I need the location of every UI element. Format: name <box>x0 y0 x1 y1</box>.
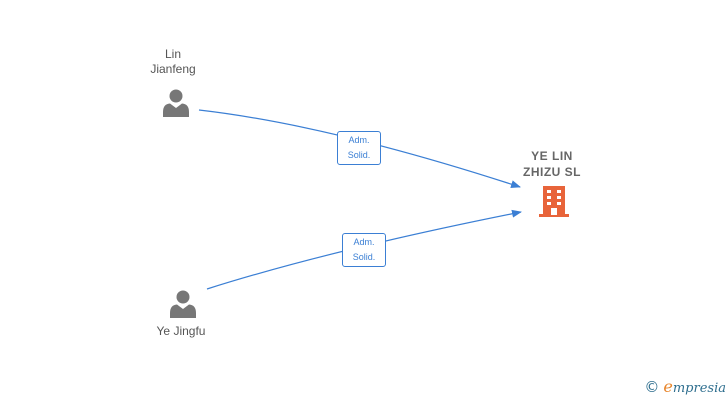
person-name-lin-jianfeng[interactable]: Lin Jianfeng <box>150 47 196 76</box>
copyright-icon: © <box>644 377 660 396</box>
edge-label-ye-jingfu[interactable]: Adm. Solid. <box>342 233 386 267</box>
edge-label-lin-jianfeng[interactable]: Adm. Solid. <box>337 131 381 165</box>
person-icon[interactable] <box>161 88 191 118</box>
brand-logo[interactable]: empresia <box>663 377 726 396</box>
person-name-ye-jingfu[interactable]: Ye Jingfu <box>156 324 206 338</box>
brand-first-letter: e <box>663 377 673 396</box>
company-name[interactable]: YE LIN ZHIZU SL <box>523 149 581 179</box>
building-icon[interactable] <box>537 184 571 218</box>
person-icon[interactable] <box>168 289 198 319</box>
brand-rest: mpresia <box>672 381 726 396</box>
brand-footer[interactable]: © empresia <box>644 377 726 396</box>
